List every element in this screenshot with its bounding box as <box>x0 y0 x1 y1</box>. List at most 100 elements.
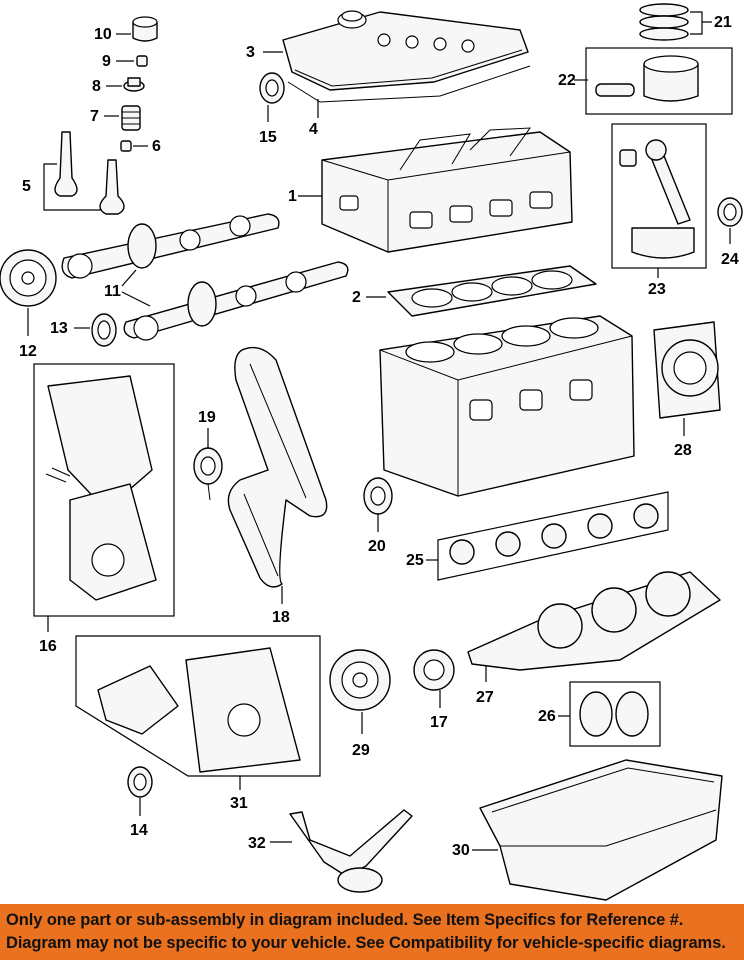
svg-text:1: 1 <box>288 188 297 205</box>
oil-pickup-tube <box>289 809 413 893</box>
svg-text:28: 28 <box>674 442 692 459</box>
callout-15: 15 <box>259 105 277 146</box>
svg-text:24: 24 <box>721 251 739 268</box>
piston-box <box>585 47 733 115</box>
timing-belt <box>227 346 328 588</box>
thrust-washers-box <box>569 681 661 747</box>
callout-28: 28 <box>674 418 692 459</box>
callout-22: 22 <box>558 72 588 89</box>
callout-6: 6 <box>133 138 161 155</box>
callout-32: 32 <box>248 835 292 852</box>
svg-text:13: 13 <box>50 320 68 337</box>
callout-24: 24 <box>721 228 739 268</box>
valve-spring-retainer-10 <box>132 16 158 42</box>
callout-25: 25 <box>406 552 438 569</box>
valve-cover <box>282 10 529 91</box>
piston-rings <box>639 3 689 41</box>
svg-text:3: 3 <box>246 44 255 61</box>
callout-2: 2 <box>352 289 386 306</box>
svg-text:2: 2 <box>352 289 361 306</box>
svg-text:6: 6 <box>152 138 161 155</box>
cylinder-head <box>321 127 573 253</box>
svg-text:10: 10 <box>94 26 112 43</box>
oil-pump-box <box>75 635 321 777</box>
svg-text:22: 22 <box>558 72 576 89</box>
callout-1: 1 <box>288 188 322 205</box>
svg-text:29: 29 <box>352 742 370 759</box>
svg-text:7: 7 <box>90 108 99 125</box>
svg-text:31: 31 <box>230 795 248 812</box>
callout-29: 29 <box>352 712 370 759</box>
disclaimer-line-2: Diagram may not be specific to your vehi… <box>6 934 726 952</box>
oil-seal-15 <box>259 72 285 104</box>
svg-text:21: 21 <box>714 14 732 31</box>
cylinder-block <box>379 315 635 497</box>
callout-12: 12 <box>19 308 37 360</box>
callout-21: 21 <box>690 11 732 35</box>
head-gasket <box>387 265 597 317</box>
crankshaft-pulley <box>329 649 391 711</box>
thrust-bearing <box>363 477 393 515</box>
callout-14: 14 <box>130 798 148 839</box>
rear-main-seal-retainer <box>653 321 721 419</box>
svg-text:23: 23 <box>648 281 666 298</box>
svg-text:12: 12 <box>19 343 37 360</box>
callout-4: 4 <box>309 99 319 138</box>
svg-text:9: 9 <box>102 53 111 70</box>
oil-pan <box>479 759 723 901</box>
svg-text:16: 16 <box>39 638 57 655</box>
disclaimer-line-1: Only one part or sub-assembly in diagram… <box>6 911 684 929</box>
valve-cover-gasket <box>287 65 531 103</box>
svg-text:8: 8 <box>92 78 101 95</box>
callout-8: 8 <box>92 78 122 95</box>
callout-7: 7 <box>90 108 119 125</box>
callout-31: 31 <box>230 776 248 812</box>
svg-text:25: 25 <box>406 552 424 569</box>
svg-text:20: 20 <box>368 538 386 555</box>
callout-27: 27 <box>476 666 494 706</box>
callout-16: 16 <box>39 616 57 655</box>
svg-text:30: 30 <box>452 842 470 859</box>
valves-5 <box>54 131 125 215</box>
svg-text:17: 17 <box>430 714 448 731</box>
callout-11: 11 <box>104 269 151 307</box>
callout-19: 19 <box>198 409 216 448</box>
callout-30: 30 <box>452 842 498 859</box>
callout-3: 3 <box>246 44 283 61</box>
svg-text:5: 5 <box>22 178 31 195</box>
valve-spring-7 <box>121 105 141 131</box>
callout-10: 10 <box>94 26 131 43</box>
timing-cover-box <box>33 363 175 617</box>
svg-text:11: 11 <box>104 283 121 300</box>
callout-9: 9 <box>102 53 134 70</box>
camshafts <box>61 213 349 341</box>
callout-23: 23 <box>648 268 666 298</box>
svg-text:27: 27 <box>476 689 494 706</box>
camshaft-seal <box>91 313 117 347</box>
callout-26: 26 <box>538 708 570 725</box>
callout-18: 18 <box>272 586 290 626</box>
callout-17: 17 <box>430 690 448 731</box>
crankshaft <box>467 571 721 671</box>
svg-text:18: 18 <box>272 609 290 626</box>
crankshaft-sprocket <box>413 649 455 691</box>
svg-text:14: 14 <box>130 822 148 839</box>
valve-seal-6 <box>120 140 132 152</box>
svg-text:15: 15 <box>259 129 277 146</box>
valve-spring-seat-8 <box>123 77 145 92</box>
svg-text:4: 4 <box>309 121 318 138</box>
connecting-rod-box <box>611 123 707 269</box>
callout-20: 20 <box>368 514 386 555</box>
callout-5: 5 <box>22 163 102 211</box>
valve-keeper-9 <box>136 55 148 67</box>
camshaft-sprocket <box>0 249 57 307</box>
callout-13: 13 <box>50 320 90 337</box>
front-crank-seal <box>127 766 153 798</box>
rod-bearing <box>717 197 743 227</box>
timing-belt-tensioner <box>193 447 223 501</box>
engine-parts-diagram: 3 4 15 10 9 8 7 6 5 1 <box>0 3 743 901</box>
svg-text:19: 19 <box>198 409 216 426</box>
main-bearings-box <box>437 491 669 581</box>
svg-text:32: 32 <box>248 835 266 852</box>
disclaimer-banner: Only one part or sub-assembly in diagram… <box>0 904 744 960</box>
